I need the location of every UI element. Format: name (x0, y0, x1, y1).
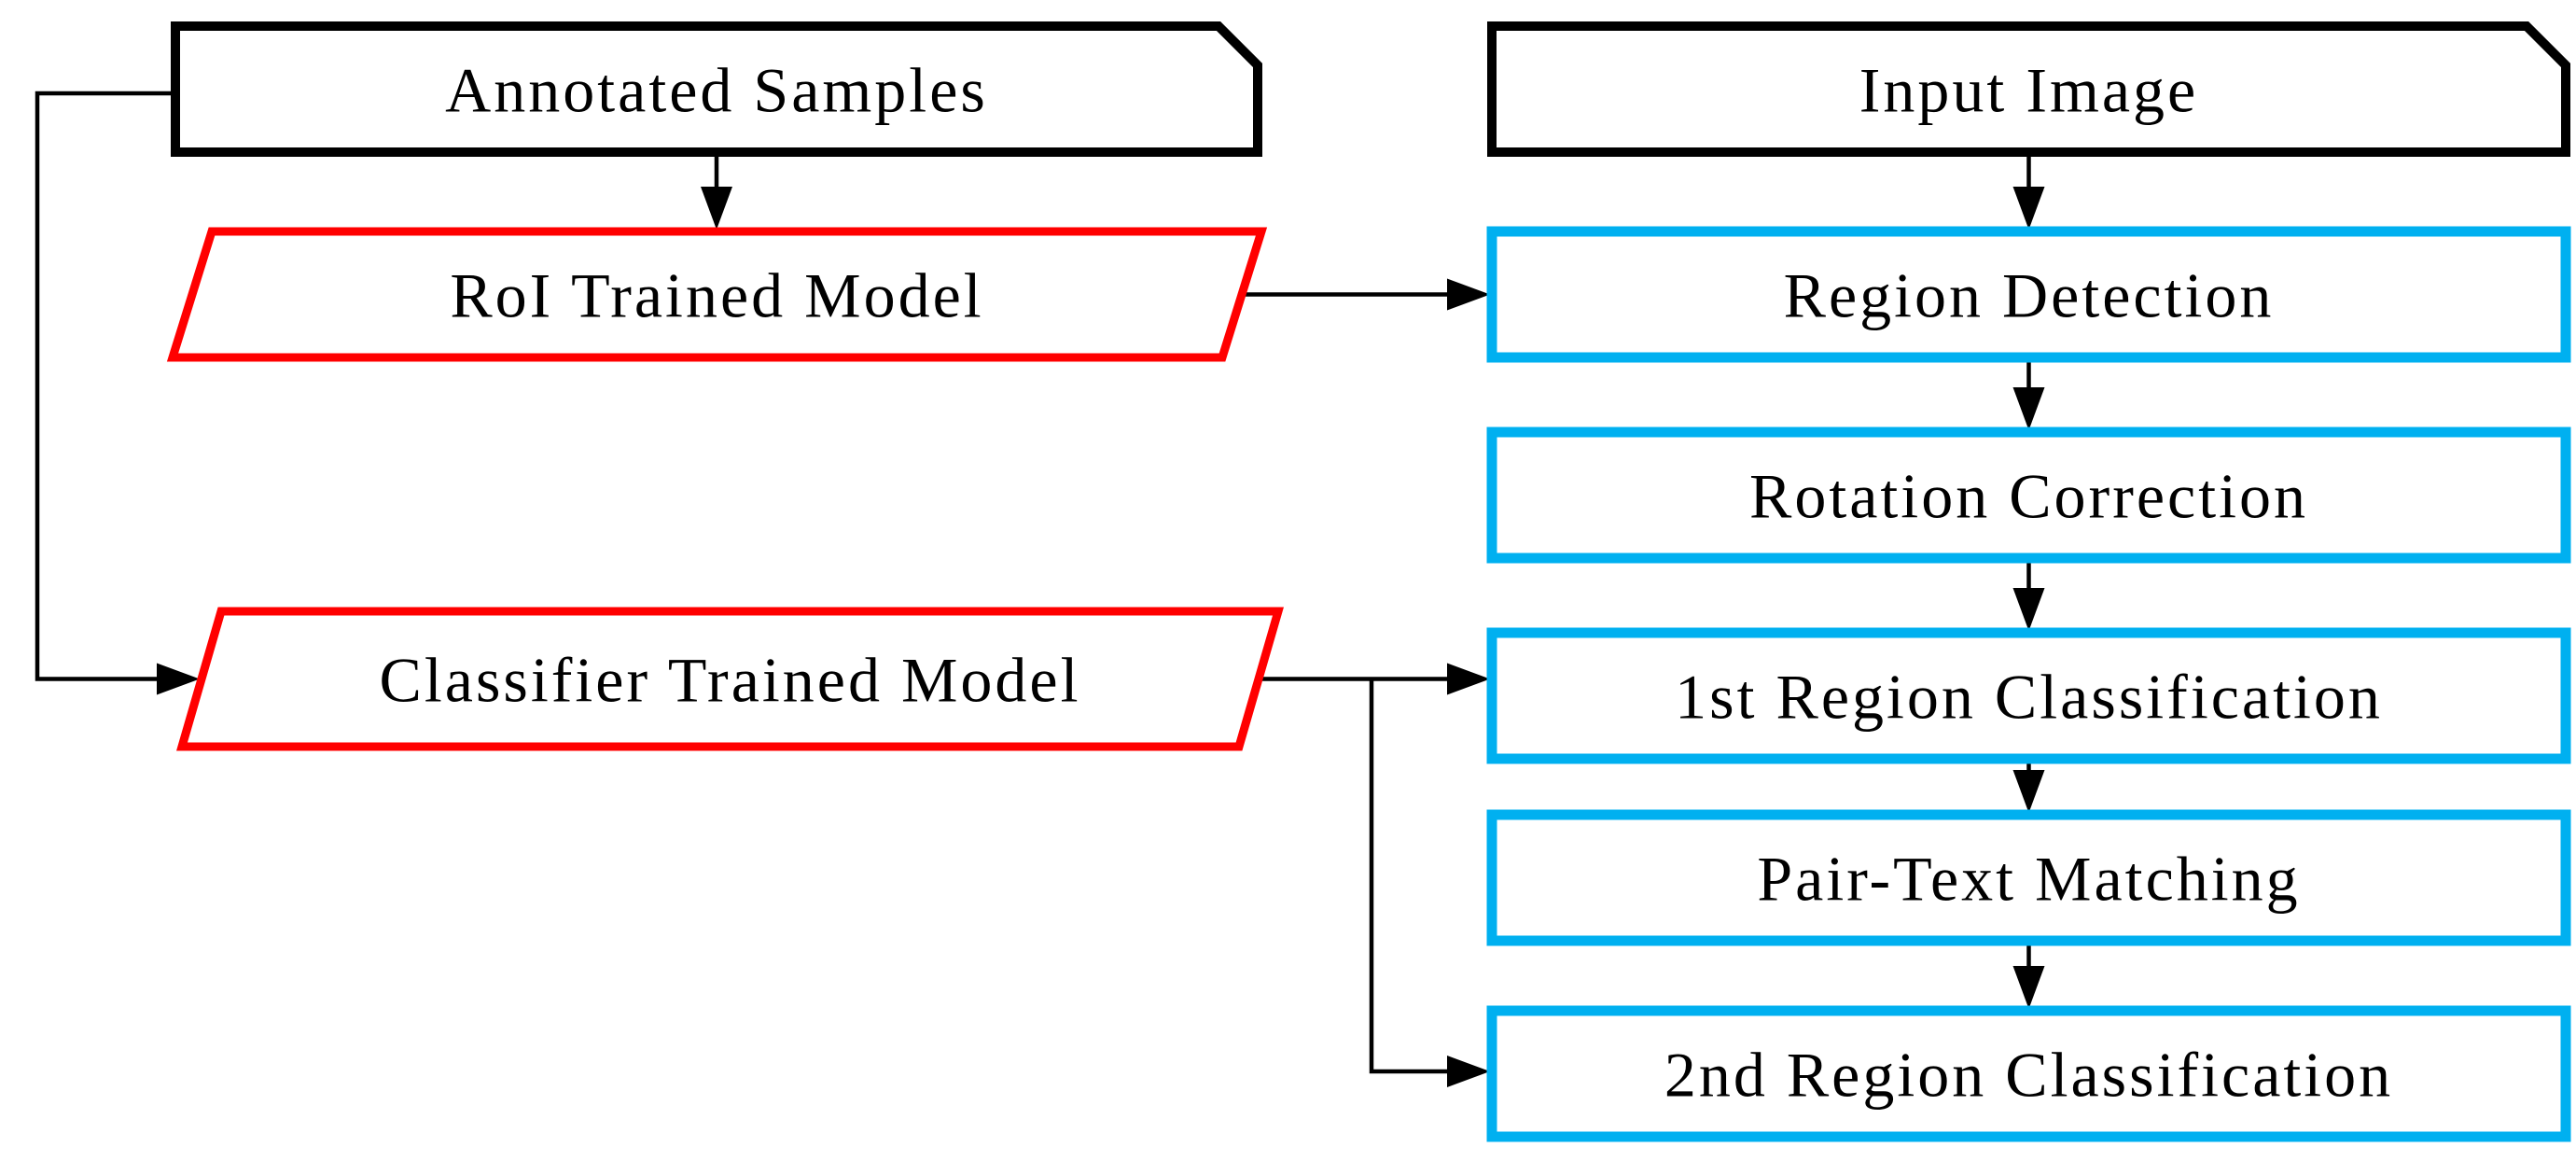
arrowhead-down-icon (2012, 387, 2045, 430)
arrowhead-down-icon (2012, 966, 2045, 1009)
node-second-region-classification-label: 2nd Region Classification (1664, 1039, 2393, 1110)
card-shape (171, 21, 1262, 157)
edge-roi-trained-model-to-region-detection (1242, 278, 1490, 311)
node-annotated-samples: Annotated Samples (171, 21, 1262, 157)
node-first-region-classification: 1st Region Classification (1486, 627, 2571, 764)
node-region-detection: Region Detection (1486, 226, 2571, 363)
edge-classifier-trained-model-to-second-region-classification (1369, 678, 1490, 1087)
arrowhead-right-icon (1447, 278, 1490, 311)
process-rect-shape (1486, 226, 2571, 363)
edge-annotated-samples-to-classifier-trained-model (35, 91, 200, 695)
edge-rotation-correction-to-first-region-classification (2012, 558, 2045, 631)
process-rect-shape (1486, 809, 2571, 946)
node-roi-trained-model: RoI Trained Model (166, 227, 1268, 362)
card-shape (1487, 21, 2570, 157)
edge-annotated-samples-to-roi-trained-model (701, 152, 732, 230)
node-input-image: Input Image (1487, 21, 2570, 157)
node-region-detection-label: Region Detection (1784, 259, 2275, 330)
edge-input-image-to-region-detection (2012, 152, 2045, 230)
arrowhead-down-icon (2012, 187, 2045, 230)
arrowhead-down-icon (2012, 770, 2045, 813)
process-rect-shape (1486, 427, 2571, 564)
arrowhead-right-icon (157, 663, 200, 695)
arrowhead-down-icon (2012, 588, 2045, 631)
edge-pair-text-matching-to-second-region-classification (2012, 941, 2045, 1009)
edge-region-detection-to-rotation-correction (2012, 357, 2045, 430)
parallelogram-shape (166, 227, 1268, 362)
node-pair-text-matching: Pair-Text Matching (1486, 809, 2571, 946)
process-rect-shape (1486, 627, 2571, 764)
node-classifier-trained-model: Classifier Trained Model (176, 607, 1284, 751)
process-rect-shape (1486, 1005, 2571, 1142)
node-classifier-trained-model-label: Classifier Trained Model (380, 644, 1081, 715)
connector-line (35, 91, 175, 681)
arrowhead-right-icon (1447, 663, 1490, 695)
node-rotation-correction: Rotation Correction (1486, 427, 2571, 564)
connector-line (1369, 678, 1449, 1074)
edge-classifier-trained-model-to-first-region-classification (1259, 663, 1490, 695)
node-pair-text-matching-label: Pair-Text Matching (1757, 843, 2300, 914)
node-roi-trained-model-label: RoI Trained Model (450, 259, 983, 330)
node-input-image-label: Input Image (1859, 54, 2198, 125)
parallelogram-shape (176, 607, 1284, 751)
arrowhead-right-icon (1447, 1056, 1490, 1087)
edge-first-region-classification-to-pair-text-matching (2012, 759, 2045, 813)
node-annotated-samples-label: Annotated Samples (445, 54, 988, 125)
node-second-region-classification: 2nd Region Classification (1486, 1005, 2571, 1142)
node-first-region-classification-label: 1st Region Classification (1675, 661, 2383, 732)
arrowhead-down-icon (701, 187, 732, 230)
node-rotation-correction-label: Rotation Correction (1749, 460, 2308, 531)
